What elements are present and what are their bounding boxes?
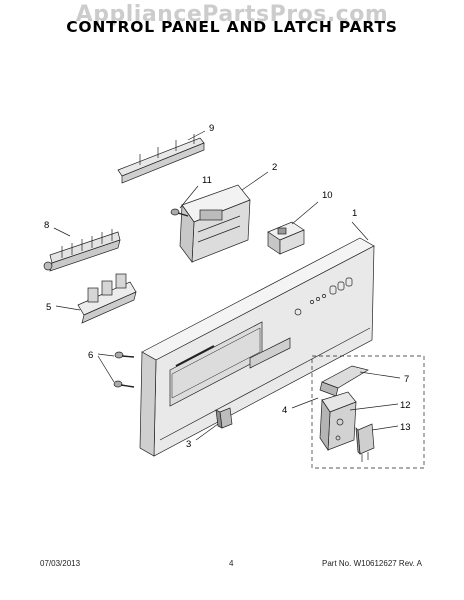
part-1-control-panel	[139, 237, 375, 457]
callout-2: 2	[272, 162, 277, 173]
leader-2	[241, 171, 269, 191]
leader-6b	[97, 355, 115, 383]
latch-assembly-box	[311, 355, 425, 469]
leader-7	[359, 371, 401, 379]
callout-5: 5	[46, 302, 51, 313]
leader-3	[195, 423, 219, 441]
callout-11: 11	[202, 175, 212, 186]
footer-part-number: Part No. W10612627 Rev. A	[322, 559, 422, 568]
callout-10: 10	[322, 190, 333, 201]
watermark: AppliancePartsPros.com	[75, 2, 389, 27]
callout-7: 7	[404, 374, 409, 385]
page-title: CONTROL PANEL AND LATCH PARTS	[66, 18, 398, 36]
leader-12	[349, 403, 399, 411]
part-13-switch	[355, 423, 375, 462]
callout-12: 12	[400, 400, 411, 411]
callout-4: 4	[282, 405, 287, 416]
callout-9: 9	[209, 123, 214, 134]
leader-9	[187, 130, 206, 141]
callout-8: 8	[44, 220, 49, 231]
footer-date: 07/03/2013	[40, 559, 81, 568]
part-6-screws	[113, 351, 135, 388]
part-12-latch-body	[319, 391, 357, 452]
leader-1	[351, 221, 369, 241]
part-8-switch-array	[43, 229, 121, 272]
part-2-control-board	[179, 184, 251, 263]
leader-8	[53, 227, 71, 237]
leader-11	[179, 185, 199, 209]
callout-labels: 9 2 11 10 1 8 5 6 7 4 12 13 3	[44, 123, 411, 450]
part-10-housing	[267, 221, 305, 255]
leader-5	[55, 305, 81, 311]
callout-6: 6	[88, 350, 93, 361]
part-9-bracket	[117, 134, 205, 184]
part-5-button-bracket	[77, 273, 137, 324]
part-7-latch-handle	[319, 365, 369, 397]
callout-13: 13	[400, 422, 411, 433]
leader-4	[291, 397, 319, 409]
leader-13	[371, 425, 399, 431]
leader-10	[291, 201, 319, 225]
callout-3: 3	[186, 439, 191, 450]
part-3-block	[215, 407, 233, 429]
leader-6a	[97, 353, 115, 357]
footer-page-number: 4	[229, 559, 234, 568]
part-11-screw	[170, 208, 189, 217]
callout-1: 1	[352, 208, 357, 219]
